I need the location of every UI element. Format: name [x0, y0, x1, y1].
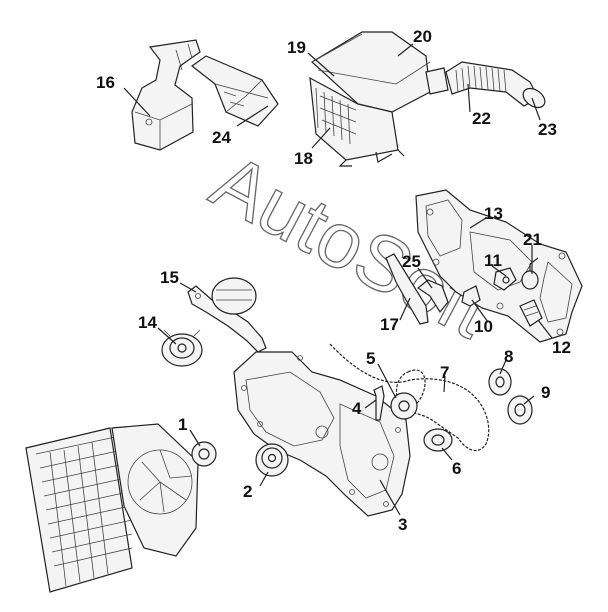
part-number-9: 9 — [541, 383, 550, 402]
camshaft-sprocket-drawing — [488, 368, 512, 396]
part-number-6: 6 — [452, 459, 461, 478]
chain-tensioner-drawing — [493, 267, 517, 291]
intake-hose-drawing — [445, 61, 546, 109]
part-number-3: 3 — [398, 515, 407, 534]
part-number-16: 16 — [96, 73, 115, 92]
part-number-10: 10 — [474, 317, 493, 336]
part-number-20: 20 — [413, 27, 432, 46]
chain-guide-rail-drawing — [385, 253, 429, 325]
part-number-25: 25 — [402, 252, 421, 271]
part-number-4: 4 — [352, 399, 362, 418]
part-number-23: 23 — [538, 120, 557, 139]
part-number-24: 24 — [212, 128, 231, 147]
sensor-drawing — [521, 257, 539, 290]
sprocket-drawing — [390, 392, 418, 420]
part-number-2: 2 — [243, 482, 252, 501]
oil-seal-drawing — [461, 285, 481, 307]
timing-chain-cover-drawing — [233, 351, 411, 517]
part-number-13: 13 — [484, 204, 503, 223]
part-number-12: 12 — [552, 338, 571, 357]
leader-lines — [123, 43, 553, 516]
part-number-7: 7 — [440, 363, 449, 382]
part-number-17: 17 — [380, 315, 399, 334]
engine-mount-bracket-drawing — [131, 39, 201, 151]
fan-clutch-pulley-drawing — [191, 441, 217, 467]
cooling-fan-drawing — [111, 423, 199, 557]
rear-cover-gasket-drawing — [415, 189, 583, 343]
part-number-5: 5 — [366, 349, 375, 368]
crankshaft-pulley-drawing — [255, 443, 289, 477]
part-number-11: 11 — [484, 251, 502, 270]
part-number-18: 18 — [294, 149, 313, 168]
alternator-drawing — [211, 277, 257, 315]
part-number-8: 8 — [504, 347, 513, 366]
part-number-14: 14 — [138, 313, 157, 332]
part-number-1: 1 — [178, 415, 187, 434]
radiator-drawing — [25, 427, 133, 593]
tensioner-plunger-drawing — [519, 299, 543, 327]
crankshaft-sprocket-drawing — [423, 428, 453, 452]
part-number-15: 15 — [160, 268, 179, 287]
bolt-drawing — [373, 385, 385, 421]
part-number-labels: 16 24 19 20 22 23 18 13 21 25 11 15 14 1… — [96, 27, 571, 534]
air-cleaner-drawing — [309, 31, 449, 167]
part-number-19: 19 — [287, 38, 306, 57]
idler-pulley-drawing — [161, 329, 203, 367]
air-duct-drawing — [190, 55, 279, 127]
chain-guide-drawing — [416, 279, 449, 314]
part-number-21: 21 — [523, 230, 542, 249]
part-number-22: 22 — [472, 109, 491, 128]
